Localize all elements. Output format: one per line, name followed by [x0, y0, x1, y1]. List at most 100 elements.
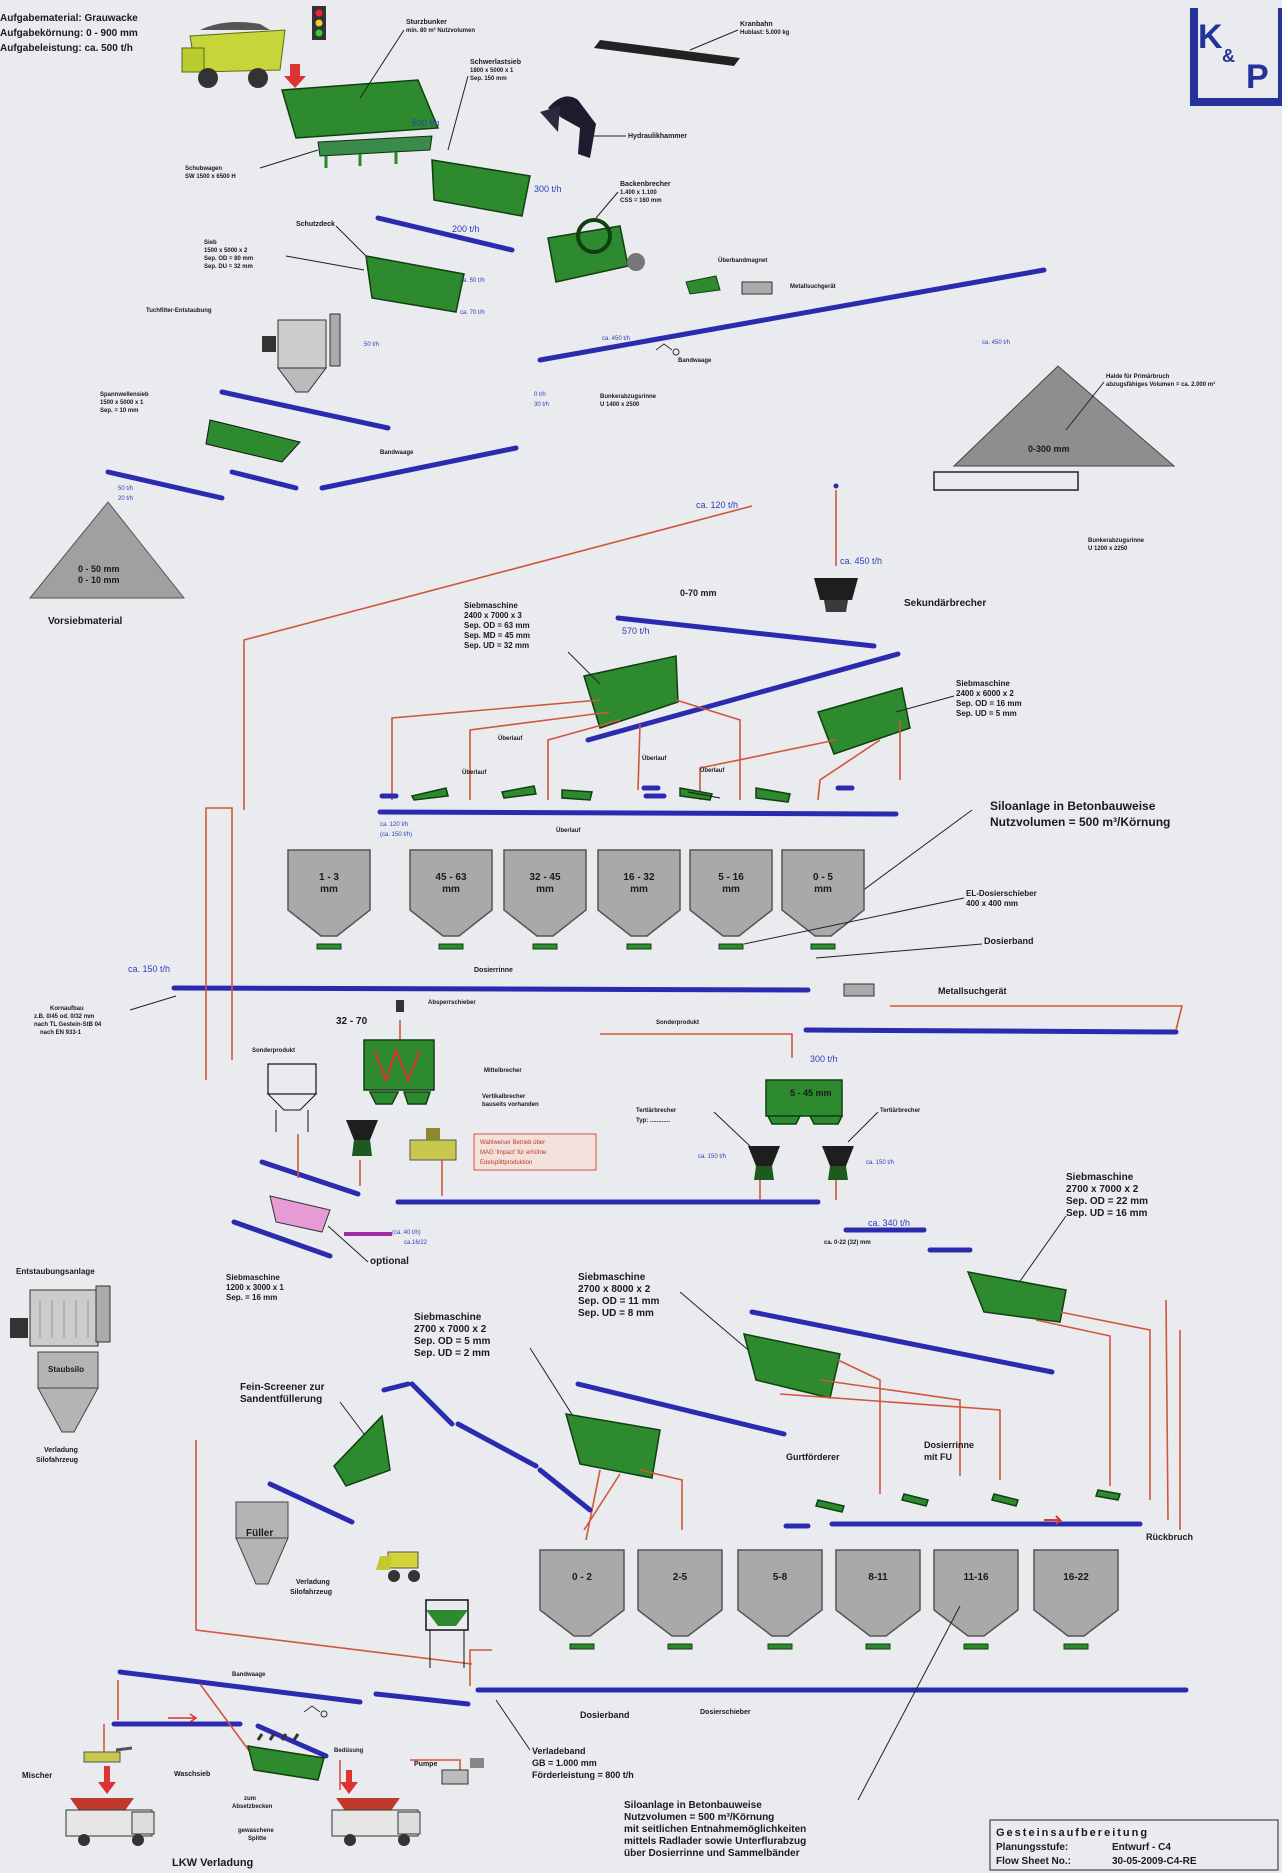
fine-silo-1: 0 - 2 — [540, 1550, 624, 1649]
conveyor-vorsieb — [108, 472, 222, 498]
conveyor-tertiary-left — [262, 1162, 358, 1194]
label-ueberlauf-1: Überlauf — [498, 735, 523, 742]
reclaim-tunnel — [934, 472, 1078, 490]
label-bedueung: Bedüsung — [334, 1748, 364, 1754]
label-zum1: zum — [244, 1796, 256, 1802]
label-silo-title2: Nutzvolumen = 500 m³/Körnung — [990, 815, 1170, 829]
label-backenbrecher-sub2: CSS = 160 mm — [620, 198, 662, 204]
flow-570: 570 t/h — [622, 626, 650, 636]
label-bunkerabzug: Bunkerabzugsrinne — [600, 394, 657, 400]
label-metallsuchgeraet: Metallsuchgerät — [790, 284, 836, 290]
arrow-mixer-icon — [168, 1714, 196, 1722]
conveyor-short-2 — [376, 1694, 468, 1704]
tertiary-bin — [766, 1080, 842, 1116]
secondary-silo-label-4: mm — [630, 884, 648, 895]
label-sm6-l3: Sep. UD = 2 mm — [414, 1348, 490, 1359]
shut-off-valve-icon — [396, 1000, 404, 1012]
label-spannwellen: Spannwellensieb — [100, 392, 149, 398]
secondary-silo-6: 0 - 5mm — [782, 850, 864, 949]
label-bunkerabzug2: Bunkerabzugsrinne — [1088, 538, 1145, 544]
label-tertiaer2: Tertiärbrecher — [880, 1108, 921, 1114]
secondary-silo-2: 45 - 63mm — [410, 850, 492, 949]
fine-silo-label-4: 8-11 — [868, 1572, 888, 1583]
cone-crusher-icon — [346, 1120, 378, 1156]
hydraulic-hammer-icon — [540, 96, 596, 158]
label-backenbrecher: Backenbrecher — [620, 181, 671, 188]
flow-200: 200 t/h — [452, 224, 480, 234]
feed-arrow-icon — [284, 64, 306, 88]
jaw-crusher — [548, 220, 645, 282]
screen-2700x7000-a — [968, 1272, 1066, 1322]
label-sm1-l3: Sep. MD = 45 mm — [464, 631, 530, 640]
tertiary-crusher-1-icon — [748, 1146, 780, 1180]
label-backenbrecher-sub1: 1.400 x 1.100 — [620, 190, 657, 196]
secondary-silo-label-1: mm — [320, 884, 338, 895]
label-range070: 0-70 mm — [680, 588, 717, 598]
label-sm2-l3: Sep. UD = 5 mm — [956, 709, 1017, 718]
label-sm3: Siebmaschine — [226, 1273, 280, 1282]
note-line3: Edelsplittproduktion — [480, 1160, 532, 1166]
label-verladung1: Verladung — [44, 1447, 78, 1454]
fine-screener — [334, 1416, 390, 1486]
truck-icon-2 — [332, 1798, 420, 1846]
fine-silo-4: 8-11 — [836, 1550, 920, 1649]
label-sturzbunker-sub: min. 80 m³ Nutzvolumen — [406, 27, 475, 34]
fine-silo-3: 5-8 — [738, 1550, 822, 1649]
conveyor-collecting — [174, 988, 808, 990]
flow-30: 30 t/h — [534, 402, 549, 408]
label-lkw: LKW Verladung — [172, 1857, 253, 1869]
label-silo-b1: Siloanlage in Betonbauweise — [624, 1800, 762, 1811]
conveyor-short — [232, 472, 296, 488]
label-silo-title1: Siloanlage in Betonbauweise — [990, 799, 1156, 813]
label-range3270: 32 - 70 — [336, 1016, 368, 1027]
overflow-conveyors — [382, 786, 852, 802]
label-sm5: Siebmaschine — [578, 1272, 646, 1283]
feed-capacity-line: Aufgabeleistung: ca. 500 t/h — [0, 43, 133, 54]
dump-truck-icon — [182, 22, 285, 88]
feed-specification: Aufgabematerial: Grauwacke Aufgabekörnun… — [0, 13, 138, 54]
label-tertiaer1-sub: Typ: ............ — [636, 1118, 670, 1124]
flow-loop-left — [206, 808, 232, 1080]
label-sm5-l3: Sep. UD = 8 mm — [578, 1308, 654, 1319]
label-verladeband-l1: GB = 1.000 mm — [532, 1758, 597, 1768]
label-vorsieb-pile2: 0 - 10 mm — [78, 575, 120, 585]
svg-text:P: P — [1246, 58, 1269, 96]
metal-detector-icon — [742, 282, 772, 294]
label-silo-b3: mit seitlichen Entnahmemöglichkeiten — [624, 1824, 806, 1835]
label-sieb-sub3: Sep. DU = 32 mm — [204, 264, 253, 270]
conveyor-sonder — [806, 1030, 1176, 1032]
company-logo: K & P — [1194, 8, 1282, 102]
label-tuchfilter: Tuchfilter-Entstaubung — [146, 308, 212, 314]
label-halde-pile: 0-300 mm — [1028, 444, 1070, 454]
secondary-silo-label-2: mm — [442, 884, 460, 895]
title-block-title: Gesteinsaufbereitung — [996, 1827, 1149, 1839]
label-ueberlauf-2: Überlauf — [642, 755, 667, 762]
fine-silo-label-1: 0 - 2 — [572, 1572, 592, 1583]
label-mischer: Mischer — [22, 1771, 52, 1780]
label-gewaschene2: Splitte — [248, 1836, 267, 1842]
svg-text:K: K — [1198, 18, 1223, 56]
flow-ca450b: ca. 450 t/h — [982, 340, 1010, 346]
label-hydraulikhammer: Hydraulikhammer — [628, 133, 687, 140]
label-verladung2: Verladung — [296, 1579, 330, 1586]
dump-bunker — [282, 80, 438, 138]
label-mittelbrecher: Mittelbrecher — [484, 1068, 522, 1074]
dosing-chutes — [816, 1490, 1120, 1512]
label-vertikal: Vertikalbrecher — [482, 1094, 526, 1100]
screen-2400x6000 — [818, 688, 910, 754]
label-ueberlauf-4: Überlauf — [700, 767, 725, 774]
conveyor-200 — [378, 218, 512, 250]
label-kranbahn: Kranbahn — [740, 21, 773, 28]
flow-ca70: ca. 70 t/h — [460, 310, 485, 316]
secondary-crusher-icon — [814, 578, 858, 612]
label-optional: optional — [370, 1256, 409, 1267]
flow-300: 300 t/h — [534, 184, 562, 194]
label-el-dosier-sub: 400 x 400 mm — [966, 899, 1018, 908]
fine-silo-label-6: 16-22 — [1063, 1572, 1089, 1583]
conveyor-570 — [618, 618, 874, 646]
flow-ca50: ca. 50 t/h — [460, 278, 485, 284]
belt-scale-icon — [656, 344, 679, 355]
label-dosierrinne-fu: Dosierrinne — [924, 1440, 974, 1450]
flow-lines-tertiary — [400, 1020, 792, 1058]
